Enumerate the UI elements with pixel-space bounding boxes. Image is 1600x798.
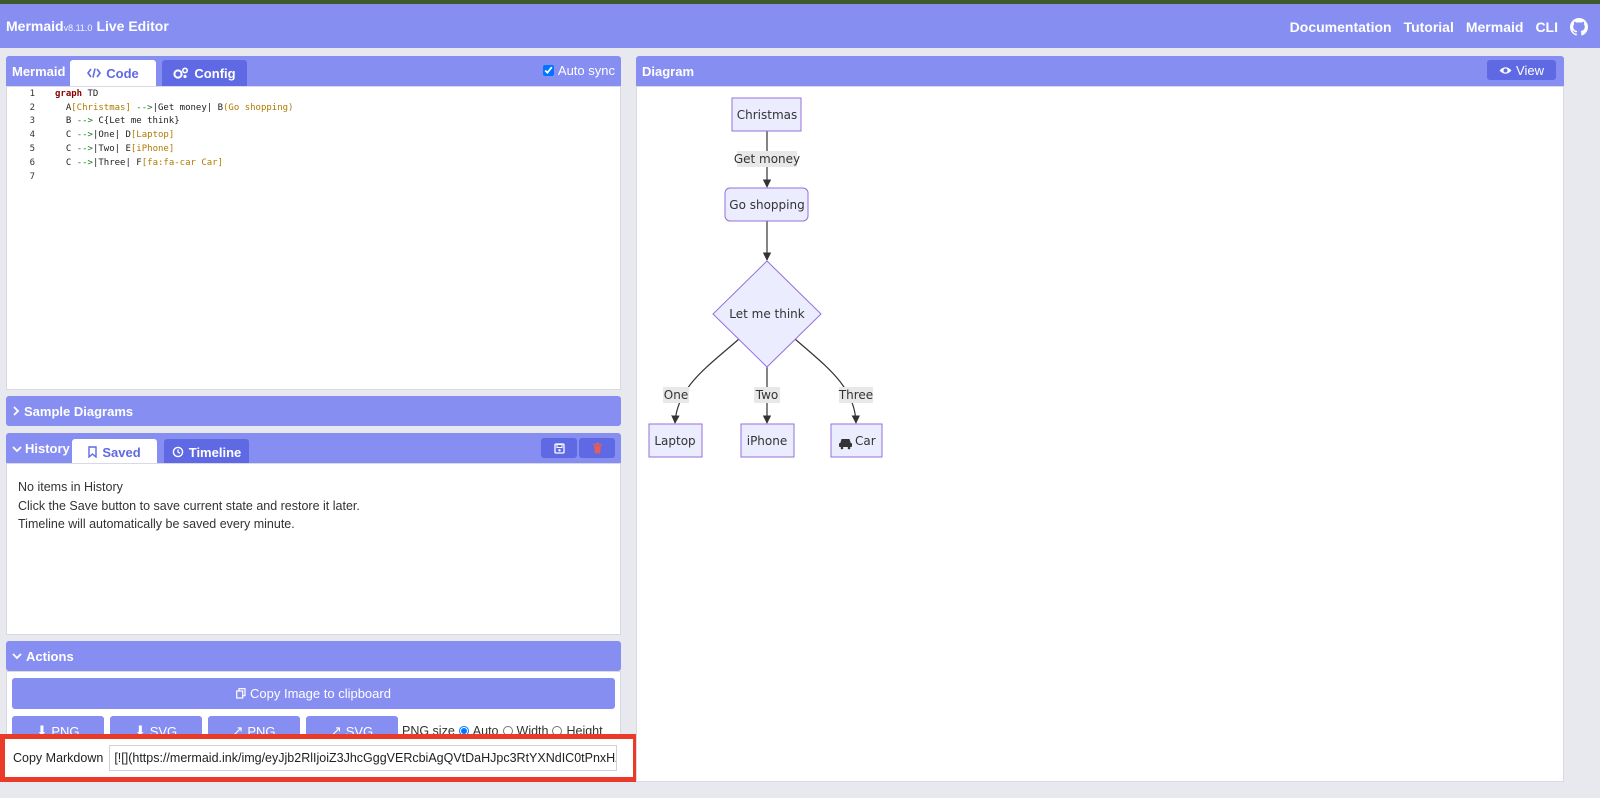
autosync-checkbox[interactable] [542,65,554,76]
node-christmas-label: Christmas [737,108,798,122]
edge-label-two: Two [755,388,779,402]
floppy-icon [553,442,565,454]
autosync-label: Auto sync [557,63,615,78]
history-empty-text: No items in History [18,480,123,494]
copy-markdown-input[interactable]: [![](https://mermaid.ink/img/eyJjb2RlIjo… [109,745,618,771]
tab-code[interactable]: Code [70,60,156,86]
brand-name: Mermaid [6,18,64,34]
flowchart: Get money One Two Three Christmas Go sho… [648,97,883,458]
download-icon: ⬇ [36,723,48,738]
code-line: 6 C -->|Three| F[fa:fa-car Car] [29,157,224,168]
chevron-right-icon [13,406,20,416]
nav-link-cli[interactable]: CLI [1535,19,1558,35]
actions-title: Actions [26,648,74,664]
chevron-down-icon [12,445,22,452]
diagram-header: Diagram [636,56,1564,86]
external-link-icon: ↗ [232,723,244,738]
copy-image-label: Copy Image to clipboard [250,686,391,701]
node-car-label: Car [855,434,876,448]
sample-diagrams-toggle[interactable]: Sample Diagrams [6,396,621,426]
code-icon [87,68,102,78]
diagram-canvas: Get money One Two Three Christmas Go sho… [636,86,1564,782]
edge-think-laptop: One [663,338,740,424]
github-icon[interactable] [1570,18,1588,36]
clear-history-button[interactable] [579,438,615,458]
code-line: 5 C -->|Two| E[iPhone] [29,144,175,155]
brand-subtitle: Live Editor [96,18,169,34]
sample-diagrams-label: Sample Diagrams [24,403,134,419]
tab-config[interactable]: Config [162,60,247,86]
save-history-button[interactable] [541,438,577,458]
history-save-hint: Click the Save button to save current st… [18,498,360,513]
node-iphone-label: iPhone [747,434,788,448]
window-top-strip [0,0,1600,4]
trash-icon [592,442,602,454]
edge-label-get-money: Get money [734,152,800,166]
edge-label-one: One [664,388,688,402]
edge-christmas-shopping: Get money [734,131,800,188]
bookmark-icon [88,446,98,458]
chevron-down-icon [12,653,22,660]
node-iphone[interactable]: iPhone [740,423,795,458]
png-size-width-radio[interactable] [502,726,513,736]
history-messages: No items in History Click the Save butto… [18,478,360,534]
car-icon [839,439,852,450]
brand[interactable]: Mermaid v8.11.0 Live Editor [6,18,169,34]
code-line: 2 A[Christmas] -->|Get money| B(Go shopp… [29,102,294,113]
edge-think-car: Three [794,338,873,424]
tab-timeline-label: Timeline [188,444,242,460]
autosync-toggle[interactable]: Auto sync [542,63,615,78]
brand-version: v8.11.0 [63,23,93,33]
actions-header[interactable]: Actions [6,641,621,671]
node-laptop-label: Laptop [654,434,695,448]
history-toggle[interactable]: History [12,441,70,456]
history-timeline-hint: Timeline will automatically be saved eve… [18,517,295,531]
code-line: 3 B --> C{Let me think} [29,116,180,127]
view-button[interactable]: View [1487,60,1556,80]
node-let-me-think-label: Let me think [729,307,805,321]
node-go-shopping[interactable]: Go shopping [724,187,809,222]
history-body [6,463,621,635]
nav-links: Documentation Tutorial Mermaid CLI [1290,18,1588,36]
diagram-title: Diagram [642,64,695,79]
history-title: History [25,441,70,456]
edge-think-iphone: Two [754,367,780,424]
external-link-icon: ↗ [330,723,342,738]
nav-link-tutorial[interactable]: Tutorial [1403,19,1454,35]
navbar: Mermaid v8.11.0 Live Editor Documentatio… [0,4,1600,48]
history-icon [172,446,184,458]
code-line: 7 [29,171,35,182]
node-laptop[interactable]: Laptop [648,423,703,458]
download-icon: ⬇ [134,723,146,738]
node-christmas[interactable]: Christmas [731,97,802,132]
eye-icon [1499,66,1512,74]
copy-markdown-label: Copy Markdown [13,751,104,765]
copy-markdown-row: Copy Markdown [![](https://mermaid.ink/i… [0,734,638,782]
copy-markdown-value: [![](https://mermaid.ink/img/eyJjb2RlIjo… [114,751,618,765]
nav-link-mermaid[interactable]: Mermaid [1465,19,1524,35]
code-line: 4 C -->|One| D[Laptop] [29,130,175,141]
png-size-height-radio[interactable] [552,726,563,736]
view-label: View [1516,62,1544,78]
tab-saved-label: Saved [102,444,141,460]
tab-code-label: Code [106,65,139,81]
node-car[interactable]: Car [830,423,883,458]
node-go-shopping-label: Go shopping [729,198,804,212]
tab-saved[interactable]: Saved [72,439,157,465]
tab-timeline[interactable]: Timeline [164,439,249,465]
gears-icon [173,67,189,79]
tab-config-label: Config [194,65,236,81]
copy-icon [236,688,246,699]
nav-link-documentation[interactable]: Documentation [1289,19,1392,35]
editor-title: Mermaid [12,64,66,79]
png-size-auto-radio[interactable] [458,726,469,736]
copy-image-button[interactable]: Copy Image to clipboard [12,678,615,709]
node-let-me-think[interactable]: Let me think [712,260,822,368]
edge-label-three: Three [838,388,873,402]
